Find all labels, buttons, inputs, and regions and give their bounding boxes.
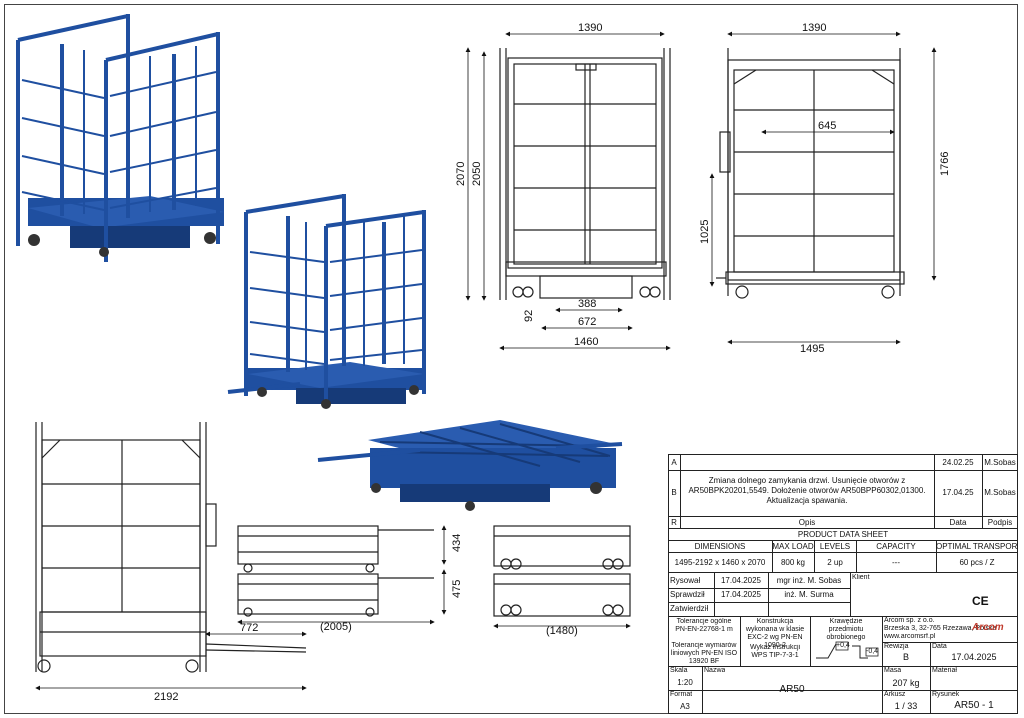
dim-front-width-bottom: 1460: [574, 336, 598, 348]
rev-b-sign: M.Sobas: [984, 488, 1016, 497]
stacked-front-view: [493, 525, 631, 617]
dim-side-width-top: 1390: [802, 22, 826, 34]
rev-header-date: Data: [949, 518, 967, 527]
client-label: Klient: [852, 574, 870, 581]
company-website: www.arcomsrf.pl: [884, 633, 936, 640]
edges-label: Krawędzie przedmiotu obrobionego: [826, 618, 866, 641]
rough-symbol-1: +0,4: [836, 642, 850, 649]
checked-date: 17.04.2025: [720, 590, 762, 599]
dim-big-772: 772: [240, 622, 258, 634]
dim-side-1766: 1766: [939, 152, 951, 176]
dim-stack-2005: (2005): [320, 621, 352, 633]
name-value: AR50: [779, 684, 805, 695]
title-block: A 24.02.25 M.Sobas B Zmiana dolnego zamy…: [668, 454, 1018, 714]
tolerance-welded: Tolerancje wymiarów liniowych PN-EN ISO …: [670, 642, 738, 665]
approved-label: Zatwierdził: [670, 604, 709, 613]
drawn-name: mgr inż. M. Sobas: [776, 576, 842, 585]
ps-header-dimensions: DIMENSIONS: [694, 542, 746, 551]
ps-header-max-load: MAX LOAD: [772, 542, 814, 551]
date-value: 17.04.2025: [951, 652, 997, 662]
drawing-label: Rysunek: [932, 691, 960, 698]
ps-value-capacity: ---: [892, 558, 900, 567]
arcom-logo: Arcom: [972, 622, 1004, 633]
revision-value: B: [902, 652, 909, 662]
format-value: A3: [680, 702, 690, 711]
ps-value-dimensions: 1495-2192 x 1460 x 2070: [674, 558, 766, 567]
edge-symbols: [816, 641, 879, 659]
scale-value: 1:20: [677, 678, 693, 687]
scale-label: Skala: [670, 667, 688, 674]
dim-front-width-top: 1390: [578, 22, 602, 34]
rough-symbol-2: -0,4: [866, 648, 879, 655]
format-label: Format: [670, 691, 693, 698]
wps-list: Wykaz instrukcji WPS TIP-7-3-1: [749, 644, 801, 659]
ps-value-transport: 60 pcs / Z: [959, 558, 995, 567]
dim-stack-1480: (1480): [546, 625, 578, 637]
date-label: Data: [932, 643, 947, 650]
ps-header-capacity: CAPACITY: [876, 542, 916, 551]
mass-value: 207 kg: [892, 678, 920, 688]
drawn-date: 17.04.2025: [720, 576, 762, 585]
render-cage-folded: [317, 420, 623, 511]
rev-header-sign: Podpis: [987, 518, 1013, 527]
product-sheet-title: PRODUCT DATA SHEET: [797, 530, 889, 539]
render-cage-short: [227, 194, 426, 409]
dim-front-388: 388: [578, 298, 596, 310]
dim-front-height-inner: 2050: [471, 162, 483, 186]
front-view: [499, 48, 671, 300]
dim-side-1025: 1025: [699, 220, 711, 244]
dim-side-width-bottom: 1495: [800, 343, 824, 355]
sheet-frame: [4, 4, 1018, 714]
ce-mark: CE: [972, 594, 989, 608]
ps-header-transport: OPTIMAL TRANSPORT: [936, 542, 1018, 551]
ps-header-levels: LEVELS: [819, 542, 851, 551]
revision-label: Rewizja: [884, 643, 909, 650]
material-label: Materiał: [932, 667, 957, 674]
construction-class: Konstrukcja wykonana w klasie EXC-2 wg P…: [745, 618, 805, 649]
rev-header-desc: Opis: [798, 518, 816, 527]
dim-front-92: 92: [523, 310, 535, 322]
drawn-label: Rysował: [670, 576, 701, 585]
company-name: Arcom sp. z o.o.: [884, 617, 935, 624]
rev-a-date: 24.02.25: [942, 458, 974, 467]
mass-label: Masa: [884, 667, 902, 674]
render-cage-tall: [16, 14, 224, 262]
ps-value-max-load: 800 kg: [780, 558, 806, 567]
sheet-label: Arkusz: [884, 691, 906, 698]
drawing-value: AR50 - 1: [954, 700, 994, 711]
tolerance-general: Tolerancje ogólne PN-EN-22768-1 m: [675, 618, 733, 633]
dim-stack-434: 434: [451, 534, 463, 552]
stacked-side-view: [237, 525, 434, 617]
rev-header-letter: R: [671, 518, 677, 527]
checked-name: inż. M. Surma: [784, 590, 834, 599]
rev-b-date: 17.04.25: [942, 488, 974, 497]
rev-a-letter: A: [671, 458, 677, 467]
dim-front-672: 672: [578, 316, 596, 328]
name-label: Nazwa: [704, 667, 726, 674]
sheet-value: 1 / 33: [894, 701, 918, 711]
company-address: Brzeska 3, 32-765 Rzezawa, Polska: [884, 625, 997, 632]
dim-stack-475: 475: [451, 580, 463, 598]
rev-a-sign: M.Sobas: [984, 458, 1016, 467]
dim-front-height-outer: 2070: [455, 162, 467, 186]
dim-side-645: 645: [818, 120, 836, 132]
big-side-view: [35, 422, 307, 673]
rev-b-letter: B: [671, 488, 677, 497]
ps-value-levels: 2 up: [827, 558, 843, 567]
side-view: [716, 48, 905, 299]
checked-label: Sprawdził: [670, 590, 705, 599]
dim-big-width-bottom: 2192: [154, 691, 178, 703]
rev-b-desc: Zmiana dolnego zamykania drzwi. Usunięci…: [688, 476, 926, 505]
